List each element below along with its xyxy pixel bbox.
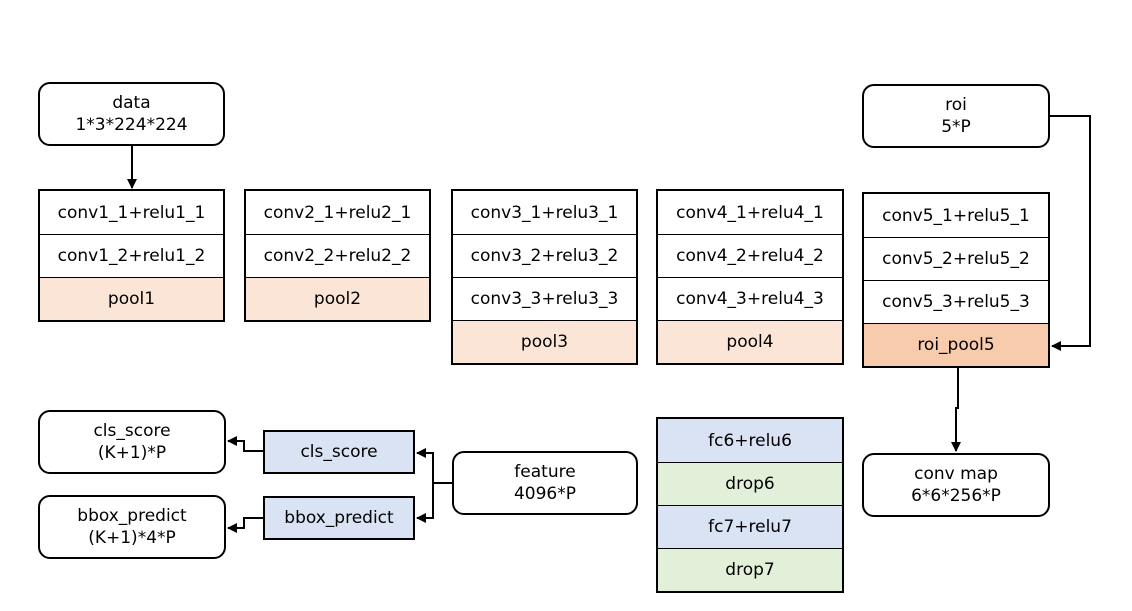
conv-layer: conv3_1+relu3_1 — [470, 202, 619, 223]
bbox-predict-output-box: bbox_predict (K+1)*4*P — [38, 495, 226, 559]
roi-pool-layer: roi_pool5 — [864, 323, 1048, 366]
conv-layer: conv3_2+relu3_2 — [453, 234, 636, 277]
data-input-shape: 1*3*224*224 — [75, 115, 188, 135]
conv-layer: conv2_1+relu2_1 — [263, 202, 412, 223]
conv-map-shape: 6*6*256*P — [911, 486, 1001, 506]
cls-output-shape: (K+1)*P — [97, 443, 167, 463]
conv-layer: conv4_3+relu4_3 — [658, 277, 842, 320]
bbox-output-shape: (K+1)*4*P — [88, 528, 176, 548]
arrow-roipool5-to-convmap — [951, 368, 961, 452]
conv-layer: conv5_2+relu5_2 — [864, 237, 1048, 280]
conv5-stack: conv5_1+relu5_1 conv5_2+relu5_2 conv5_3+… — [862, 192, 1050, 368]
pool-layer: pool2 — [246, 277, 429, 320]
conv-map-name: conv map — [914, 464, 998, 484]
conv3-stack: conv3_1+relu3_1 conv3_2+relu3_2 conv3_3+… — [451, 189, 638, 365]
conv2-stack: conv2_1+relu2_1 conv2_2+relu2_2 pool2 — [244, 189, 431, 322]
conv-layer: conv4_1+relu4_1 — [676, 202, 824, 223]
data-input-name: data — [112, 93, 151, 113]
roi-input-shape: 5*P — [941, 117, 971, 137]
arrow-feature-to-bbox — [416, 483, 434, 523]
dropout-layer: drop7 — [658, 548, 842, 591]
feature-shape: 4096*P — [513, 484, 576, 504]
bbox-predict-head: bbox_predict — [263, 496, 415, 540]
conv-map-box: conv map 6*6*256*P — [862, 453, 1050, 517]
conv-layer: conv5_1+relu5_1 — [882, 205, 1030, 226]
arrow-bbox-to-output — [227, 517, 263, 533]
conv4-stack: conv4_1+relu4_1 conv4_2+relu4_2 conv4_3+… — [656, 189, 844, 365]
bbox-output-name: bbox_predict — [77, 506, 187, 526]
conv-layer: conv1_1+relu1_1 — [57, 202, 206, 223]
arrow-feature-to-cls — [416, 448, 452, 484]
roi-input-name: roi — [945, 95, 967, 115]
feature-box: feature 4096*P — [452, 451, 638, 515]
fc-layer: fc7+relu7 — [658, 505, 842, 548]
conv-layer: conv4_2+relu4_2 — [658, 234, 842, 277]
data-input-box: data 1*3*224*224 — [38, 82, 225, 146]
conv-layer: conv2_2+relu2_2 — [246, 234, 429, 277]
conv1-stack: conv1_1+relu1_1 conv1_2+relu1_2 pool1 — [38, 189, 225, 322]
fc-stack: fc6+relu6 drop6 fc7+relu7 drop7 — [656, 417, 844, 593]
pool-layer: pool4 — [658, 320, 842, 363]
conv-layer: conv1_2+relu1_2 — [40, 234, 223, 277]
cls-output-name: cls_score — [93, 421, 171, 441]
conv-layer: conv5_3+relu5_3 — [864, 280, 1048, 323]
roi-input-box: roi 5*P — [862, 84, 1050, 148]
arrow-cls-to-output — [227, 436, 263, 452]
cls-score-output-box: cls_score (K+1)*P — [38, 410, 226, 474]
pool-layer: pool1 — [40, 277, 223, 320]
cls-score-head: cls_score — [263, 430, 415, 474]
fc-layer: fc6+relu6 — [658, 419, 842, 462]
feature-name: feature — [514, 462, 576, 482]
conv-layer: conv3_3+relu3_3 — [453, 277, 636, 320]
arrow-roi-to-roipool5 — [1050, 115, 1091, 351]
dropout-layer: drop6 — [658, 462, 842, 505]
pool-layer: pool3 — [453, 320, 636, 363]
